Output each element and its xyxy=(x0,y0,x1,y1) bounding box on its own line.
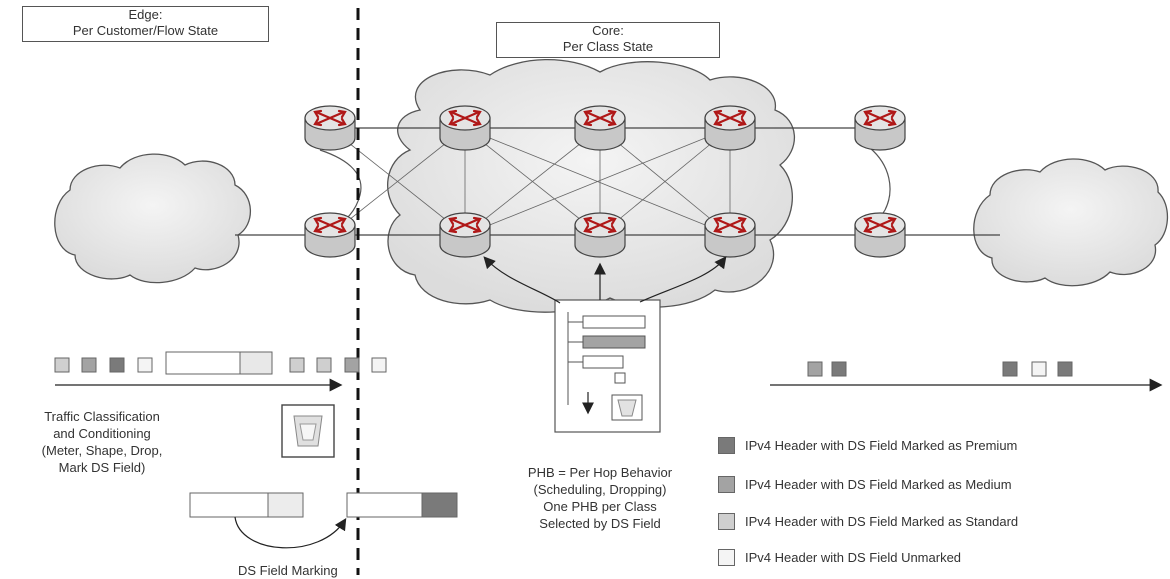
traffic-label-line3: (Meter, Shape, Drop, xyxy=(41,443,163,458)
legend-swatch-medium xyxy=(718,476,735,493)
router-arrows-icon xyxy=(583,216,617,234)
router-arrows-icon xyxy=(713,109,747,127)
legend-swatch-premium xyxy=(718,437,735,454)
legend-label-medium: IPv4 Header with DS Field Marked as Medi… xyxy=(745,477,1012,492)
router-arrows-icon xyxy=(313,216,347,234)
router-arrows-icon xyxy=(313,109,347,127)
router-core-bottom-3 xyxy=(704,212,756,258)
ds-marking-before-packet xyxy=(189,492,304,518)
edge-label-subtitle: Per Customer/Flow State xyxy=(72,23,219,38)
legend-row-medium: IPv4 Header with DS Field Marked as Medi… xyxy=(718,476,1012,493)
traffic-label-line4: Mark DS Field) xyxy=(58,460,146,475)
ds-field-marking-label: DS Field Marking xyxy=(238,563,338,578)
phb-bucket-icon xyxy=(611,394,643,421)
phb-description-label: PHB = Per Hop Behavior (Scheduling, Drop… xyxy=(490,464,710,532)
legend-row-premium: IPv4 Header with DS Field Marked as Prem… xyxy=(718,437,1017,454)
conditioner-icon xyxy=(281,404,335,458)
right-customer-cloud xyxy=(973,158,1169,287)
router-core-top-3 xyxy=(704,105,756,151)
router-core-top-2 xyxy=(574,105,626,151)
router-core-bottom-2 xyxy=(574,212,626,258)
router-edge-bottom xyxy=(304,212,356,258)
router-arrows-icon xyxy=(863,109,897,127)
edge-label-box: Edge: Per Customer/Flow State xyxy=(22,6,269,42)
legend-label-premium: IPv4 Header with DS Field Marked as Prem… xyxy=(745,438,1018,453)
ds-marking-curved-arrow xyxy=(234,516,347,549)
core-label-subtitle: Per Class State xyxy=(562,39,654,54)
legend-swatch-standard xyxy=(718,513,735,530)
router-egress-top xyxy=(854,105,906,151)
legend-row-unmarked: IPv4 Header with DS Field Unmarked xyxy=(718,549,961,566)
router-arrows-icon xyxy=(713,216,747,234)
legend-label-standard: IPv4 Header with DS Field Marked as Stan… xyxy=(745,514,1019,529)
ds-marking-after-packet xyxy=(346,492,458,518)
ingress-packet-stream xyxy=(54,351,387,375)
legend-label-unmarked: IPv4 Header with DS Field Unmarked xyxy=(745,550,962,565)
egress-packet-stream xyxy=(807,361,1073,377)
left-customer-cloud xyxy=(54,153,251,284)
phb-label-line3: One PHB per Class xyxy=(543,499,657,514)
router-edge-top xyxy=(304,105,356,151)
router-core-top-1 xyxy=(439,105,491,151)
traffic-label-line1: Traffic Classification xyxy=(44,409,160,424)
phb-label-line1: PHB = Per Hop Behavior xyxy=(527,465,673,480)
phb-label-line4: Selected by DS Field xyxy=(539,516,661,531)
phb-arrow-left xyxy=(483,256,561,304)
traffic-conditioning-label: Traffic Classification and Conditioning … xyxy=(2,408,202,476)
legend-row-standard: IPv4 Header with DS Field Marked as Stan… xyxy=(718,513,1018,530)
router-arrows-icon xyxy=(448,216,482,234)
router-arrows-icon xyxy=(583,109,617,127)
phb-queues xyxy=(567,312,646,405)
router-egress-bottom xyxy=(854,212,906,258)
edge-label-title: Edge: xyxy=(128,7,163,22)
core-network-cloud xyxy=(387,58,796,313)
router-arrows-icon xyxy=(448,109,482,127)
traffic-label-line2: and Conditioning xyxy=(53,426,151,441)
router-core-bottom-1 xyxy=(439,212,491,258)
core-label-title: Core: xyxy=(592,23,624,38)
core-label-box: Core: Per Class State xyxy=(496,22,720,58)
router-arrows-icon xyxy=(863,216,897,234)
phb-label-line2: (Scheduling, Dropping) xyxy=(533,482,667,497)
phb-arrow-right xyxy=(639,256,727,303)
legend-swatch-unmarked xyxy=(718,549,735,566)
